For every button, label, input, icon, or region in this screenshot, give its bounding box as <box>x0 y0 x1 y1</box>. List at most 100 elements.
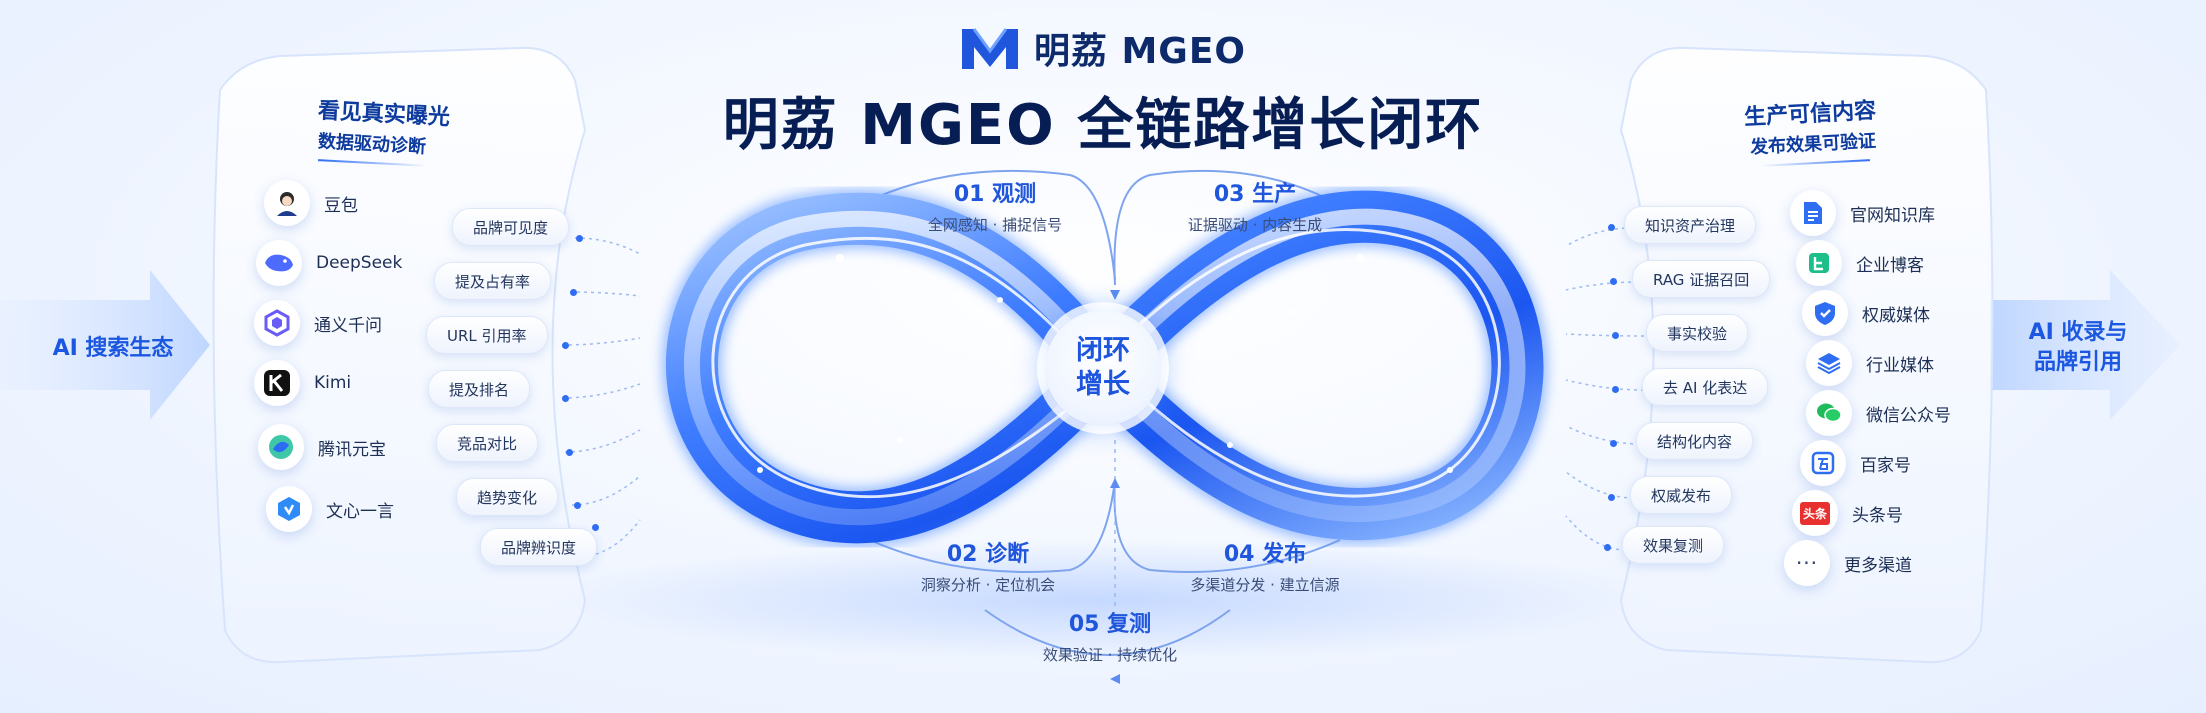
blog-icon <box>1796 240 1842 286</box>
baijiahao-icon <box>1800 440 1846 486</box>
wenxin-icon <box>266 486 312 532</box>
app-yuanbao[interactable]: 腾讯元宝 <box>258 424 386 470</box>
app-label: DeepSeek <box>316 253 403 273</box>
connector-dot <box>1604 544 1611 551</box>
metric-url-citation-rate[interactable]: URL 引用率 <box>426 316 548 354</box>
task-de-ai-expression[interactable]: 去 AI 化表达 <box>1642 368 1769 406</box>
channel-more[interactable]: ··· 更多渠道 <box>1784 540 1912 586</box>
channel-label: 官网知识库 <box>1850 205 1935 226</box>
channel-company-blog[interactable]: 企业博客 <box>1796 240 1924 286</box>
channel-baijiahao[interactable]: 百家号 <box>1800 440 1911 486</box>
metric-competitor-compare[interactable]: 竞品对比 <box>436 424 539 462</box>
stage-publish: 04 发布 多渠道分发 · 建立信源 <box>1155 536 1375 595</box>
channel-wechat-oa[interactable]: 微信公众号 <box>1806 390 1951 436</box>
task-structured-content[interactable]: 结构化内容 <box>1636 422 1754 460</box>
kimi-icon <box>254 360 300 406</box>
task-fact-check[interactable]: 事实校验 <box>1646 314 1749 352</box>
connector-dot <box>1608 494 1615 501</box>
app-doubao[interactable]: 豆包 <box>264 180 358 226</box>
task-effect-retest[interactable]: 效果复测 <box>1622 526 1725 564</box>
mgeo-logo-icon <box>961 28 1018 69</box>
toutiao-icon: 头条 <box>1792 490 1838 536</box>
more-icon: ··· <box>1784 540 1830 586</box>
right-arrow-line2: 品牌引用 <box>2033 350 2122 375</box>
app-label: Kimi <box>314 373 352 393</box>
shield-icon <box>1802 290 1848 336</box>
app-wenxin[interactable]: 文心一言 <box>266 486 394 532</box>
connector-dot <box>1612 386 1619 393</box>
left-panel-title: 看见真实曝光 <box>317 98 451 131</box>
metric-trend-change[interactable]: 趋势变化 <box>456 478 559 516</box>
stage-title: 05 复测 <box>1068 612 1152 637</box>
wechat-icon <box>1806 390 1852 436</box>
loop-center-badge: 闭环 增长 <box>1045 310 1161 426</box>
channel-official-kb[interactable]: 官网知识库 <box>1790 190 1935 236</box>
doc-icon <box>1790 190 1836 236</box>
app-label: 豆包 <box>324 195 358 216</box>
connector-dot <box>574 502 581 509</box>
page-title: 明荔 MGEO 全链路增长闭环 <box>722 93 1484 158</box>
channel-label: 权威媒体 <box>1862 305 1930 326</box>
logo-text: 明荔 MGEO <box>1033 31 1247 72</box>
connector-dot <box>562 342 569 349</box>
connector-dot <box>562 395 569 402</box>
connector-dot <box>566 449 573 456</box>
connector-dot <box>1610 278 1617 285</box>
more-glyph: ··· <box>1795 551 1819 575</box>
task-authority-publish[interactable]: 权威发布 <box>1630 476 1733 514</box>
layers-icon <box>1806 340 1852 386</box>
metric-brand-recognition[interactable]: 品牌辨识度 <box>480 528 598 566</box>
app-label: 文心一言 <box>326 501 394 522</box>
metric-brand-visibility[interactable]: 品牌可见度 <box>452 208 570 246</box>
stage-subtitle: 多渠道分发 · 建立信源 <box>1190 576 1340 594</box>
stage-subtitle: 证据驱动 · 内容生成 <box>1187 216 1323 234</box>
connector-dot <box>1608 224 1615 231</box>
connector-dot <box>592 524 599 531</box>
doubao-avatar-icon <box>264 180 310 226</box>
stage-diagnose: 02 诊断 洞察分析 · 定位机会 <box>888 536 1088 595</box>
right-arrow-label: AI 收录与 品牌引用 <box>2008 318 2148 378</box>
connector-dot <box>1612 332 1619 339</box>
center-line1: 闭环 <box>1076 335 1130 366</box>
yuanbao-icon <box>258 424 304 470</box>
app-deepseek[interactable]: DeepSeek <box>256 240 402 286</box>
channel-label: 更多渠道 <box>1844 555 1912 576</box>
stage-subtitle: 效果验证 · 持续优化 <box>1042 646 1178 664</box>
metric-mention-share[interactable]: 提及占有率 <box>434 262 552 300</box>
left-panel-subtitle: 数据驱动诊断 <box>317 131 427 158</box>
channel-label: 企业博客 <box>1856 255 1924 276</box>
channel-toutiao[interactable]: 头条 头条号 <box>1792 490 1903 536</box>
channel-label: 微信公众号 <box>1866 405 1951 426</box>
stage-produce: 03 生产 证据驱动 · 内容生成 <box>1155 176 1355 235</box>
left-arrow-label: AI 搜索生态 <box>52 336 174 361</box>
stage-retest: 05 复测 效果验证 · 持续优化 <box>1005 606 1215 665</box>
channel-label: 百家号 <box>1860 455 1911 476</box>
connector-dot <box>570 289 577 296</box>
toutiao-badge: 头条 <box>1799 501 1830 525</box>
stage-title: 02 诊断 <box>946 542 1030 567</box>
center-line2: 增长 <box>1076 369 1130 400</box>
connector-dot <box>1610 440 1617 447</box>
app-label: 通义千问 <box>314 315 382 336</box>
connector-dot <box>576 235 583 242</box>
channel-industry-media[interactable]: 行业媒体 <box>1806 340 1934 386</box>
channel-authority-media[interactable]: 权威媒体 <box>1802 290 1930 336</box>
metric-mention-rank[interactable]: 提及排名 <box>428 370 531 408</box>
channel-label: 头条号 <box>1852 505 1903 526</box>
brand-logo-row: 明荔 MGEO <box>0 22 2206 74</box>
right-arrow-line1: AI 收录与 <box>2028 320 2128 345</box>
task-knowledge-governance[interactable]: 知识资产治理 <box>1624 206 1757 244</box>
stage-title: 03 生产 <box>1213 182 1297 207</box>
stage-title: 04 发布 <box>1223 542 1307 567</box>
deepseek-whale-icon <box>256 240 302 286</box>
stage-subtitle: 洞察分析 · 定位机会 <box>920 576 1056 594</box>
channel-label: 行业媒体 <box>1866 355 1934 376</box>
app-label: 腾讯元宝 <box>318 439 386 460</box>
tongyi-icon <box>254 300 300 346</box>
app-kimi[interactable]: Kimi <box>254 360 351 406</box>
stage-title: 01 观测 <box>953 182 1037 207</box>
stage-subtitle: 全网感知 · 捕捉信号 <box>927 216 1063 234</box>
task-rag-evidence-recall[interactable]: RAG 证据召回 <box>1632 260 1771 298</box>
app-tongyi[interactable]: 通义千问 <box>254 300 382 346</box>
stage-observe: 01 观测 全网感知 · 捕捉信号 <box>905 176 1085 235</box>
